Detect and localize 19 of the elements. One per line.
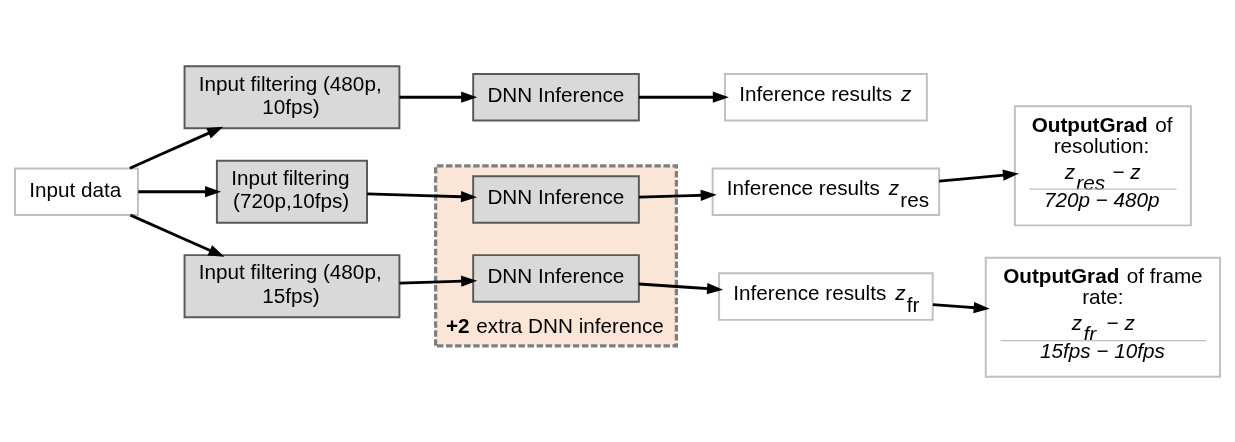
arrow	[367, 190, 478, 202]
node-box: DNN Inference	[472, 72, 640, 121]
arrow	[638, 189, 717, 201]
arrow	[939, 169, 1020, 183]
node-box: Input filtering (480p, 10fps)	[183, 64, 401, 129]
arrow	[129, 126, 224, 170]
arrow	[638, 282, 724, 294]
arrow	[932, 301, 990, 313]
arrow	[399, 91, 478, 103]
arrow	[638, 91, 729, 103]
node-box: Input data	[14, 166, 139, 216]
arrow	[399, 275, 478, 287]
arrow	[129, 213, 225, 257]
node-box: DNN Inference	[472, 253, 640, 303]
node-box: Input filtering (720p,10fps)	[215, 159, 368, 224]
node-box: DNN Inference	[472, 174, 640, 224]
node-box: Inference results z	[723, 72, 928, 121]
node-box: Input filtering (480p, 15fps)	[183, 253, 401, 318]
arrow	[138, 185, 222, 197]
